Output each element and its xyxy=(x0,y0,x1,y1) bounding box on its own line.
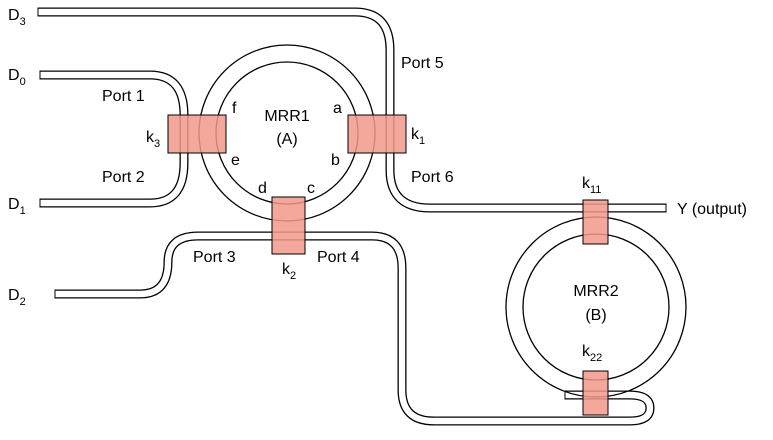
coupler-label-k22: k22 xyxy=(582,343,602,364)
coupler-k11 xyxy=(582,199,609,245)
coupler-label-k2: k2 xyxy=(282,261,296,282)
port-label-1: Port 1 xyxy=(102,88,145,105)
waveguides xyxy=(37,7,667,426)
coupler-label-k1: k1 xyxy=(411,126,425,147)
port-label-2: Port 2 xyxy=(102,169,145,186)
coupler-k2 xyxy=(271,196,306,255)
port-label-3: Port 3 xyxy=(193,249,236,266)
point-label-c: c xyxy=(307,180,315,197)
port-label-6: Port 6 xyxy=(411,169,454,186)
coupler-k22 xyxy=(582,370,609,416)
ring-label-mrr2: MRR2 xyxy=(573,283,618,300)
input-label-d0: D0 xyxy=(8,67,26,88)
coupler-label-k3: k3 xyxy=(146,129,160,150)
ring-sublabel-mrr2: (B) xyxy=(585,307,606,324)
coupler-k1 xyxy=(347,114,407,154)
ring-sublabel-mrr1: (A) xyxy=(276,131,297,148)
port-label-4: Port 4 xyxy=(317,249,360,266)
coupler-k3 xyxy=(167,114,227,154)
point-label-e: e xyxy=(231,152,240,169)
point-label-b: b xyxy=(331,152,340,169)
coupler-label-k11: k11 xyxy=(582,175,601,196)
waveguide-d0 xyxy=(40,70,189,137)
port-label-5: Port 5 xyxy=(401,55,444,72)
input-label-d3: D3 xyxy=(8,7,26,28)
waveguide-d2-to-mrr2 xyxy=(55,231,655,426)
waveguide-d1 xyxy=(40,137,189,208)
input-label-d1: D1 xyxy=(8,196,26,217)
ring-label-mrr1: MRR1 xyxy=(264,108,309,125)
input-label-d2: D2 xyxy=(8,287,26,308)
point-label-d: d xyxy=(258,180,267,197)
output-label: Y (output) xyxy=(677,201,747,218)
point-label-f: f xyxy=(232,100,237,117)
point-label-a: a xyxy=(333,100,342,117)
waveguide-d3-to-output xyxy=(38,7,666,213)
